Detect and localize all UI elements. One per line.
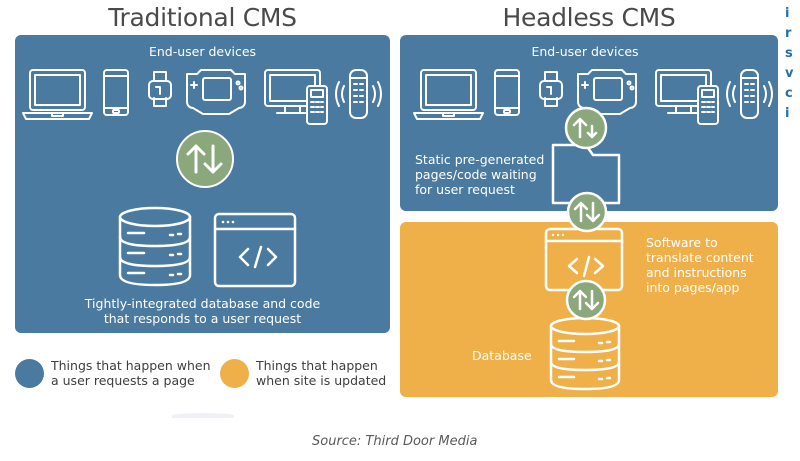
code-window-icon	[213, 212, 297, 288]
exchange-arrows-icon	[565, 279, 607, 321]
database-label: Database	[472, 348, 532, 363]
static-label-line3: for user request	[415, 182, 515, 197]
software-label-line4: into pages/app	[646, 280, 740, 295]
legend-text-site-updated: Things that happen when site is updated	[256, 358, 386, 388]
clipped-char: i	[785, 6, 790, 21]
legend-dot-user-request	[15, 359, 44, 388]
smart-speaker-icon	[726, 69, 773, 119]
clipped-char: i	[785, 106, 790, 121]
headless-cms-title: Headless CMS	[502, 3, 676, 32]
clipped-char: s	[785, 46, 793, 61]
laptop-icon	[22, 69, 93, 120]
software-label-line2: translate content	[646, 250, 754, 265]
traditional-devices-row	[22, 69, 382, 125]
monitor-with-phone-icon	[264, 69, 328, 125]
traditional-caption-line2: that responds to a user request	[103, 311, 302, 326]
smartphone-icon	[494, 69, 520, 116]
decorative-divider	[172, 413, 234, 418]
clipped-char: r	[785, 26, 792, 41]
database-icon	[118, 206, 192, 287]
source-credit: Source: Third Door Media	[312, 434, 478, 449]
legend-line1: Things that happen	[256, 358, 378, 373]
smart-speaker-icon	[335, 69, 382, 119]
monitor-with-phone-icon	[655, 69, 719, 125]
database-icon	[549, 316, 621, 391]
clipped-char: v	[785, 66, 794, 81]
traditional-cms-title: Traditional CMS	[108, 3, 297, 32]
static-label-line1: Static pre-generated	[415, 152, 545, 167]
clipped-char: c	[785, 86, 793, 101]
traditional-caption: Tightly-integrated database and code tha…	[15, 296, 390, 326]
static-pages-label: Static pre-generated pages/code waiting …	[415, 152, 555, 197]
smartwatch-icon	[539, 71, 563, 107]
legend-dot-site-updated	[220, 359, 249, 388]
traditional-caption-line1: Tightly-integrated database and code	[84, 296, 321, 311]
handheld-console-icon	[577, 69, 637, 115]
static-label-line2: pages/code waiting	[415, 167, 537, 182]
exchange-arrows-icon	[566, 191, 608, 233]
exchange-arrows-icon	[176, 130, 234, 188]
laptop-icon	[413, 69, 484, 120]
handheld-console-icon	[186, 69, 246, 115]
exchange-arrows-icon	[564, 106, 608, 150]
software-label: Software to translate content and instru…	[646, 235, 776, 295]
traditional-devices-label: End-user devices	[148, 44, 257, 59]
legend-text-user-request: Things that happen when a user requests …	[51, 358, 211, 388]
clipped-side-text: i r s v c i	[785, 4, 793, 124]
smartphone-icon	[103, 69, 129, 116]
headless-devices-row	[413, 69, 773, 125]
legend-line2: a user requests a page	[51, 373, 195, 388]
legend-line1: Things that happen when	[51, 358, 211, 373]
legend-line2: when site is updated	[256, 373, 387, 388]
smartwatch-icon	[148, 71, 172, 107]
headless-devices-label: End-user devices	[531, 44, 639, 59]
software-label-line1: Software to	[646, 235, 718, 250]
software-label-line3: and instructions	[646, 265, 747, 280]
